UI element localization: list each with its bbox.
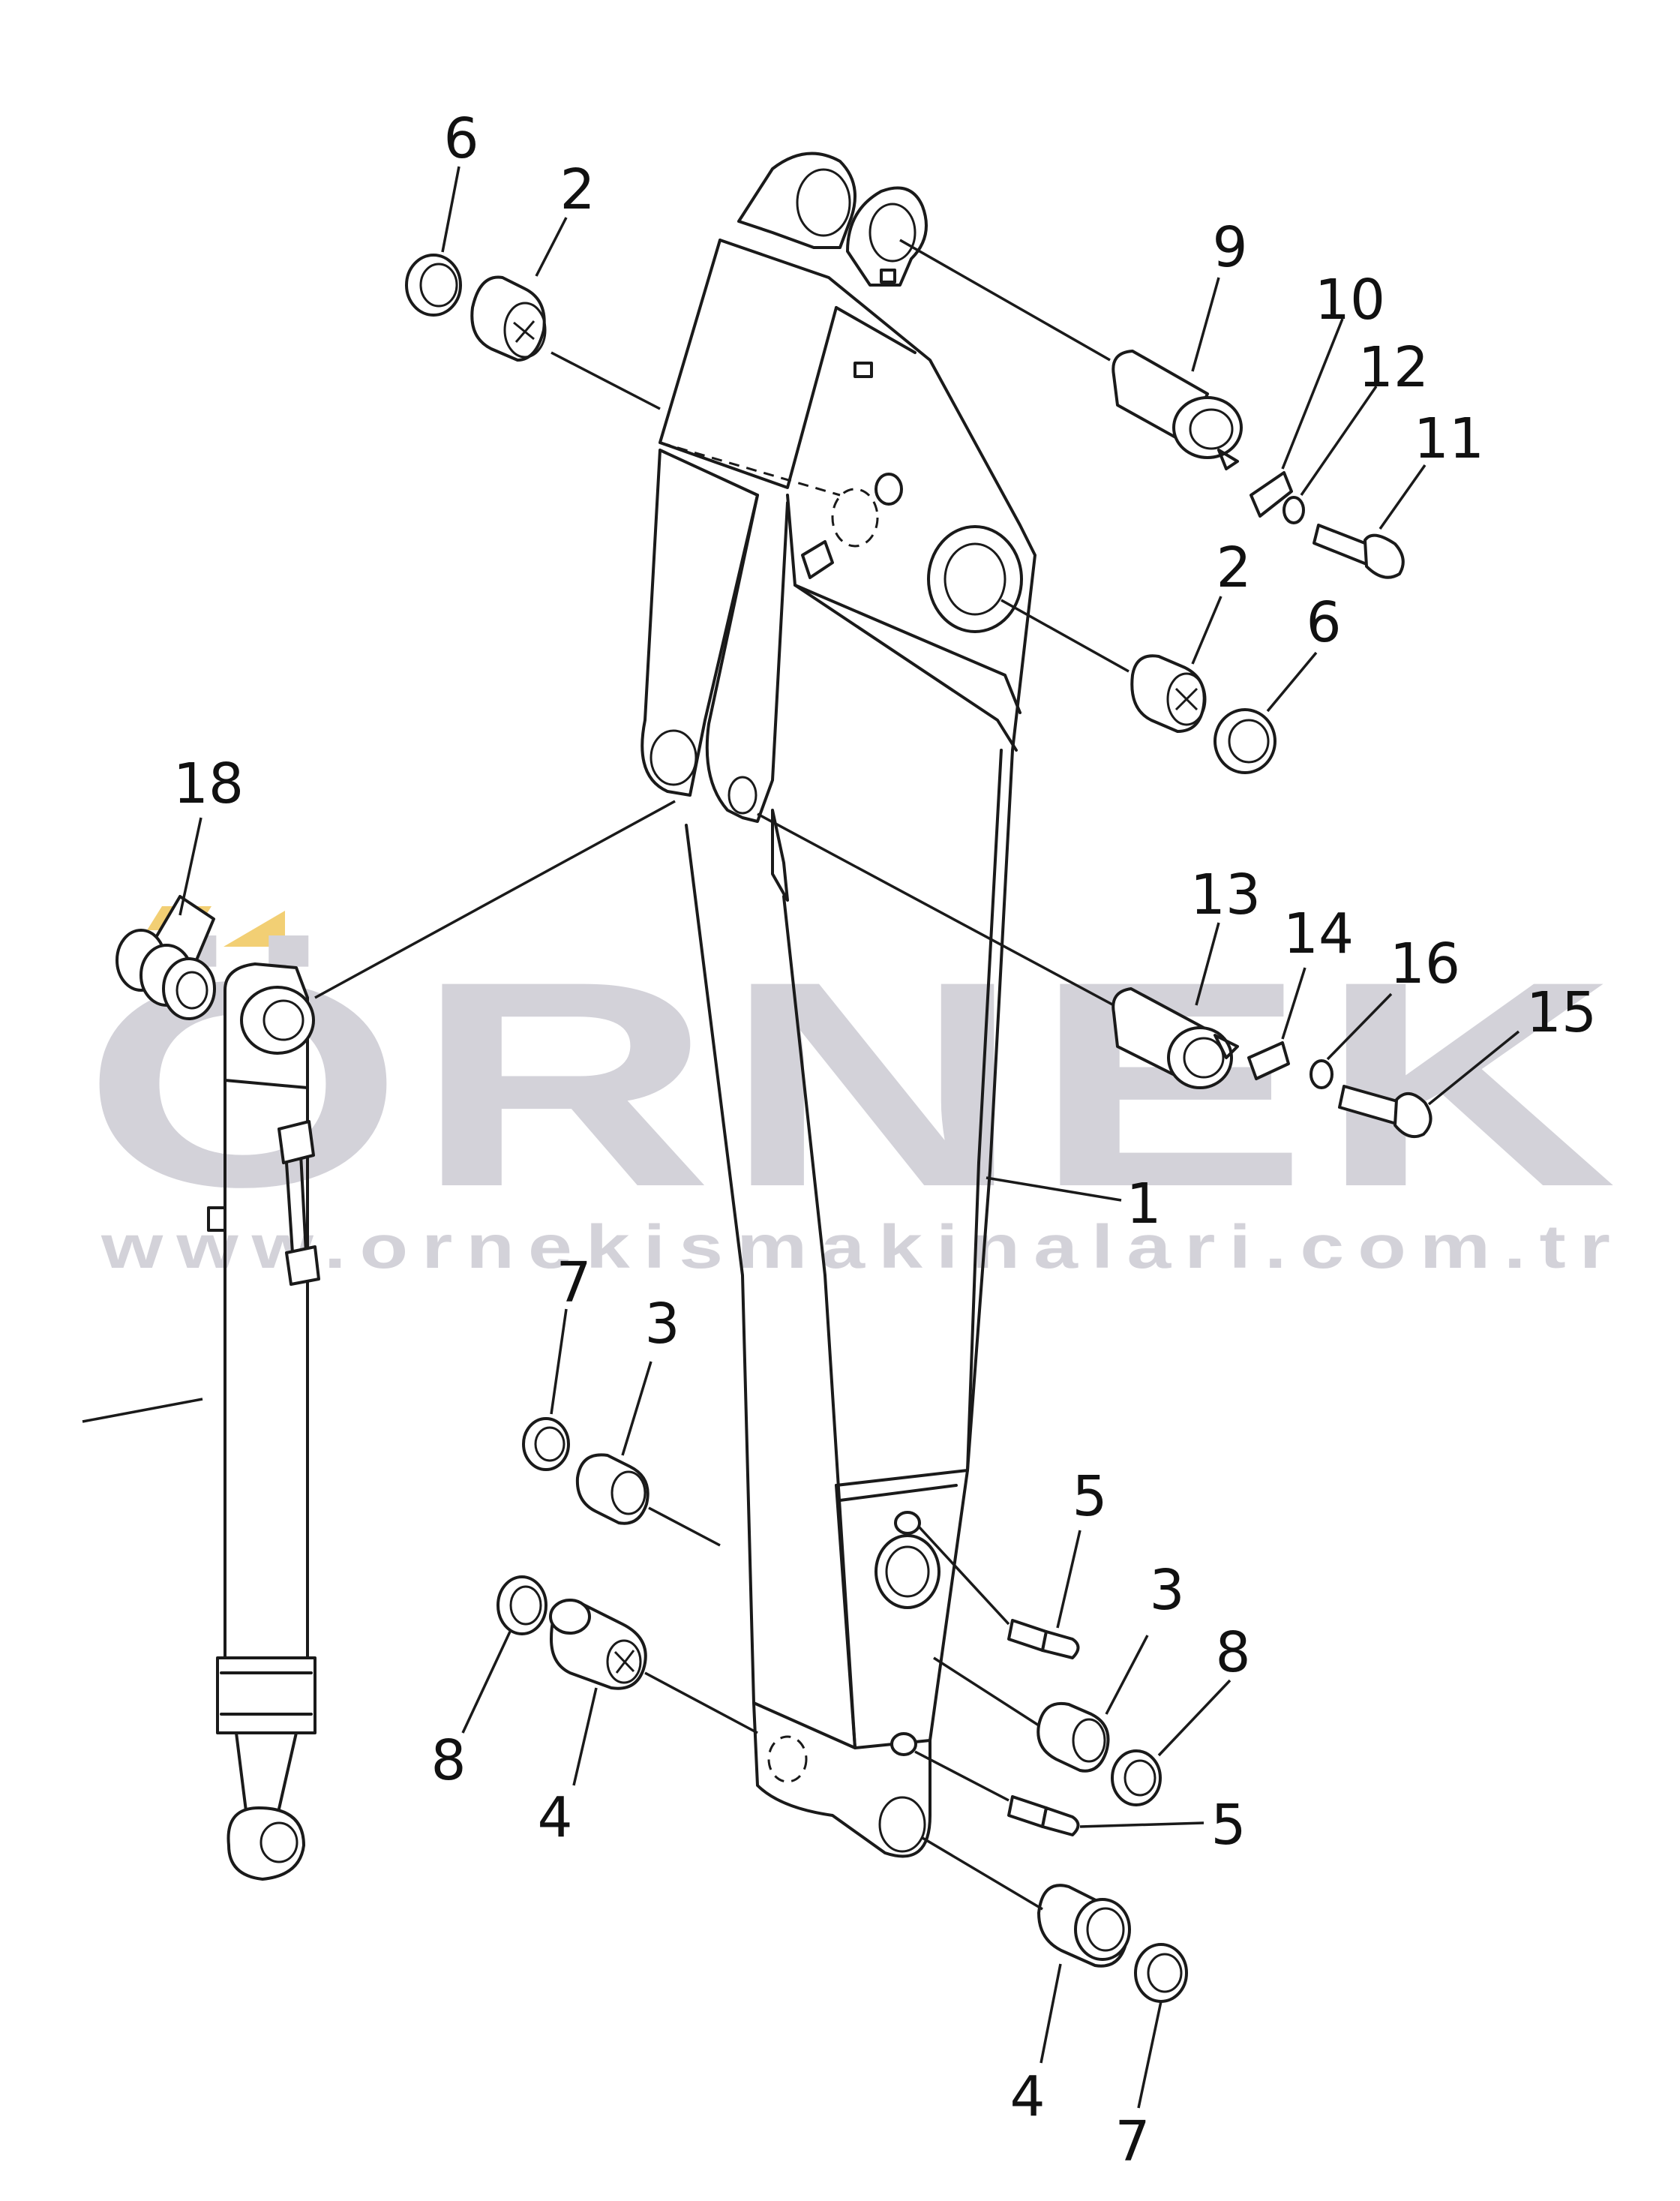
seal-part-8-right [1134,1943,1188,2003]
callout-9: 9 [1212,215,1247,280]
callout-4-right: 4 [1010,2064,1045,2129]
seal-part-6-top [405,254,462,317]
callout-6-right: 6 [1306,590,1341,655]
callout-1: 1 [1126,1172,1161,1236]
callout-leaders [82,166,1520,2109]
washer-part-16 [1310,1059,1334,1089]
bushing-part-3-right [1036,1701,1110,1773]
callout-numbers: 6 2 9 10 12 11 2 6 18 13 14 16 15 1 7 3 … [173,107,1597,2174]
callout-3-left: 3 [644,1292,680,1356]
assembly-lines [314,239,1130,1911]
callout-15: 15 [1526,980,1597,1045]
shim-part-17 [116,895,216,1020]
callout-11: 11 [1414,407,1484,471]
callout-6-top: 6 [443,107,478,171]
bushing-part-2-right [1130,654,1207,733]
bushing-part-4-right [1037,1884,1131,1968]
watermark-brand: ÖRNEK [82,920,1628,1248]
callout-16: 16 [1390,932,1460,996]
watermark-url: www.ornekismakinalari.com.tr [100,1213,1624,1281]
plate-part-10 [1250,471,1293,518]
bolt-part-15 [1338,1085,1432,1138]
grease-fitting-part-5-upper [1007,1619,1080,1659]
callout-7-right: 8 [1215,1620,1250,1685]
callout-13: 13 [1190,863,1261,927]
callout-7-left: 7 [556,1251,591,1315]
grease-fitting-part-5-lower [1007,1795,1080,1836]
watermark: ÖRNEK www.ornekismakinalari.com.tr [82,906,1628,1281]
callout-17: 18 [173,752,244,816]
callout-14: 14 [1283,902,1354,966]
callout-12: 12 [1358,335,1429,400]
seal-part-7-left [522,1417,570,1471]
pin-part-13 [1112,987,1239,1089]
callout-5-lower: 5 [1210,1793,1246,1857]
callout-10: 10 [1315,268,1385,332]
bolt-part-11 [1312,524,1405,579]
watermark-accent-right [224,911,285,947]
bushing-part-3-left [575,1453,650,1525]
cylinder-part-18 [207,962,320,1881]
plate-part-14 [1247,1041,1290,1080]
bushing-part-2-top [470,275,547,362]
washer-part-12 [1282,496,1305,524]
callout-4-left: 4 [537,1785,572,1850]
callout-3-right: 3 [1149,1558,1184,1623]
boom-part-1 [640,152,1036,1858]
bushing-part-4-left [549,1599,647,1690]
seal-part-7-right [1111,1749,1162,1806]
callout-2-right: 2 [1216,536,1251,600]
callout-8-left: 8 [430,1728,466,1793]
callout-2-top: 2 [560,158,595,222]
pin-part-9 [1112,350,1243,470]
callout-8-right: 7 [1114,2109,1150,2174]
seal-part-8-left [496,1575,548,1635]
seal-part-6-right [1214,708,1276,774]
callout-5-upper: 5 [1072,1464,1107,1529]
